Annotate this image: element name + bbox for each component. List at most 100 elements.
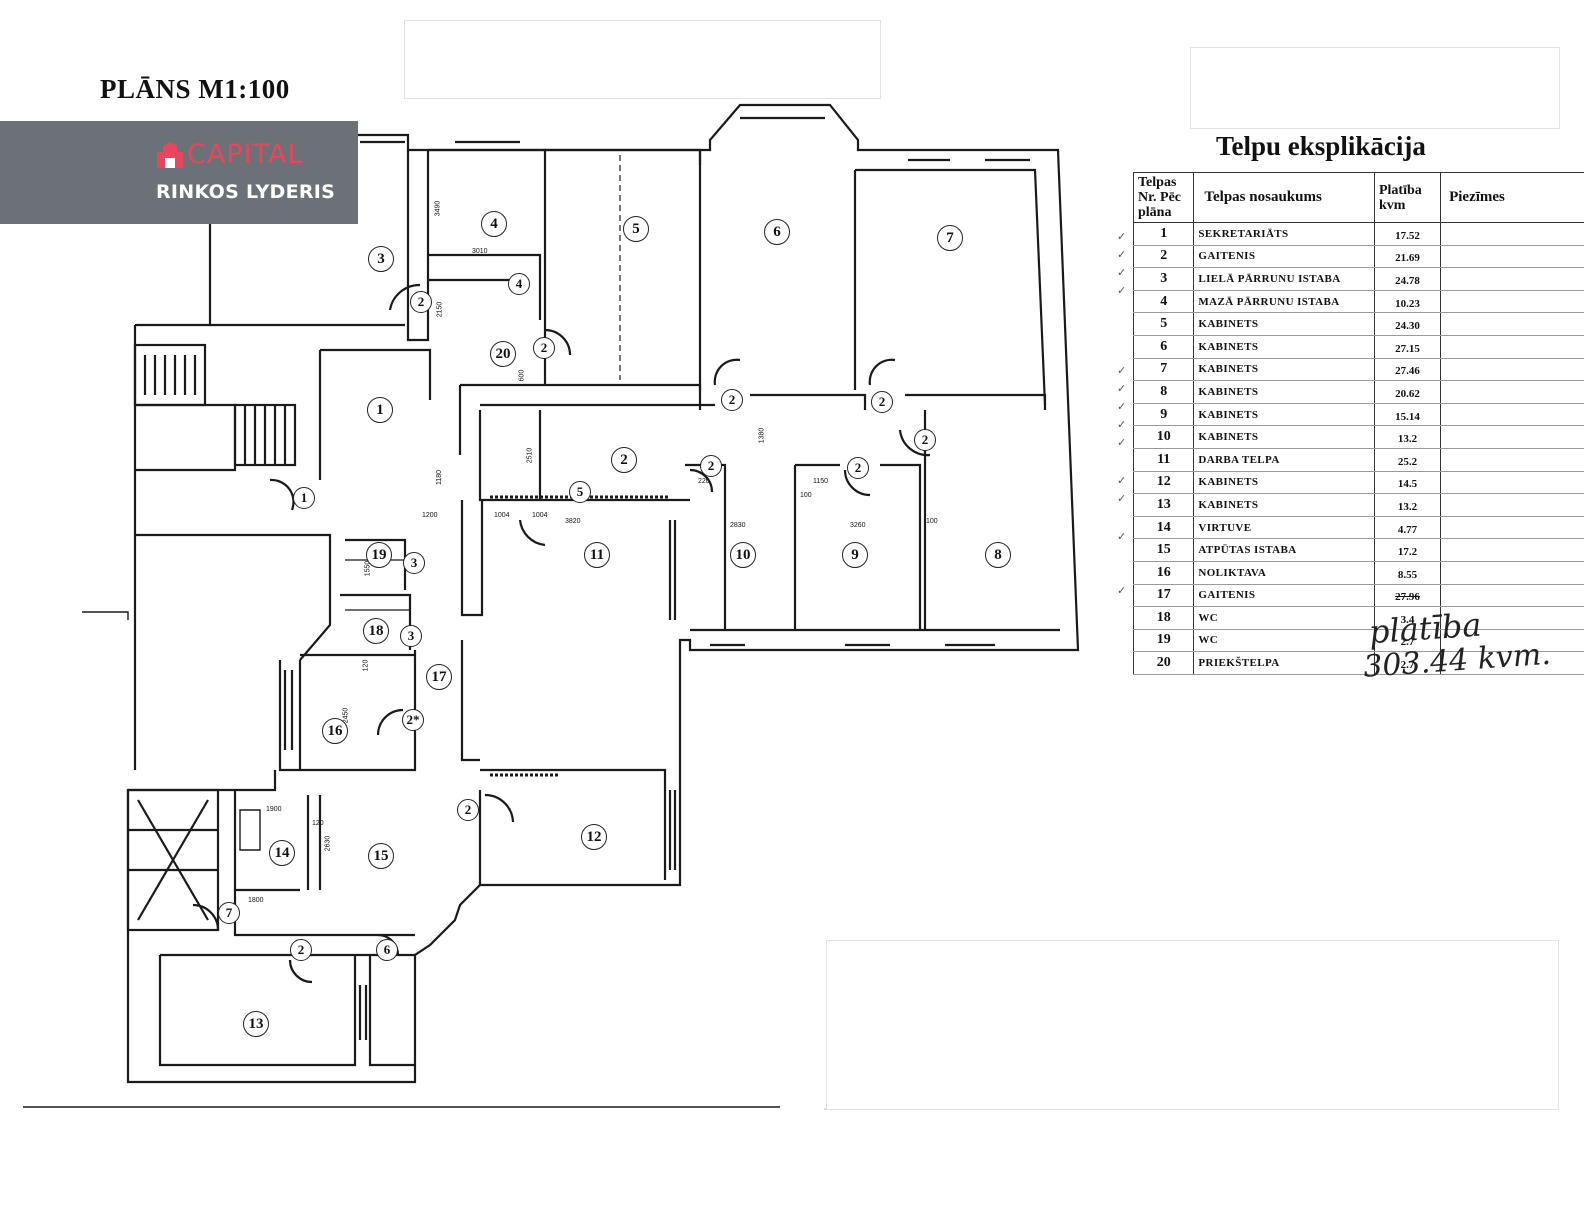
- room-label: 6: [376, 939, 398, 961]
- dimension-label: 1004: [532, 512, 548, 519]
- room-label: 9: [842, 542, 868, 568]
- dimension-label: 600: [518, 369, 526, 382]
- cell-note: [1440, 245, 1584, 269]
- dimension-label: 2830: [730, 522, 746, 529]
- cell-nr: 4: [1132, 290, 1195, 314]
- cell-area: 10.23: [1373, 290, 1442, 314]
- check-mark: ✓: [1117, 584, 1127, 597]
- cell-nr: 13: [1132, 493, 1195, 517]
- room-label: 2: [611, 447, 637, 473]
- room-label: 18: [363, 618, 389, 644]
- cell-name: NOLIKTAVA: [1193, 561, 1375, 585]
- room-label: 5: [569, 481, 591, 503]
- dimension-label: 1180: [436, 469, 444, 486]
- room-label: 12: [581, 824, 607, 850]
- room-label: 7: [937, 225, 963, 251]
- cell-name: KABINETS: [1193, 403, 1375, 427]
- cell-area: 21.69: [1373, 245, 1442, 269]
- check-mark: ✓: [1117, 492, 1127, 505]
- cell-note: [1440, 403, 1584, 427]
- cell-area: 2.7: [1373, 651, 1442, 675]
- dimension-label: 1150: [813, 478, 829, 485]
- cell-note: [1440, 448, 1584, 472]
- room-label: 2: [914, 429, 936, 451]
- table-header-row: Telpas Nr. Pēc plāna Telpas nosaukums Pl…: [1132, 172, 1584, 223]
- room-label: 2: [290, 939, 312, 961]
- room-label: 6: [764, 219, 790, 245]
- check-mark: ✓: [1117, 382, 1127, 395]
- cell-name: MAZĀ PĀRRUNU ISTABA: [1193, 290, 1375, 314]
- room-label: 5: [623, 216, 649, 242]
- dimension-label: 2630: [324, 835, 332, 852]
- brand-logo-text: CAPITAL: [187, 139, 304, 170]
- cell-note: [1440, 584, 1584, 608]
- cell-note: [1440, 222, 1584, 246]
- column-header-nr: Telpas Nr. Pēc plāna: [1132, 172, 1195, 223]
- cell-nr: 1: [1132, 222, 1195, 246]
- room-label: 2: [847, 457, 869, 479]
- room-label: 2*: [402, 709, 424, 731]
- cell-name: SEKRETARIĀTS: [1193, 222, 1375, 246]
- cell-area: 13.2: [1373, 425, 1442, 449]
- dimension-label: 100: [926, 518, 938, 525]
- house-crown-icon: [157, 142, 183, 168]
- dimension-label: 120: [312, 820, 324, 827]
- cell-nr: 5: [1132, 312, 1195, 336]
- check-mark: ✓: [1117, 400, 1127, 413]
- cell-area: 3.4: [1373, 606, 1442, 630]
- cell-name: WC: [1193, 606, 1375, 630]
- check-mark: ✓: [1117, 474, 1127, 487]
- room-label: 20: [490, 341, 516, 367]
- whiteout-patch: [404, 20, 881, 99]
- cell-nr: 10: [1132, 425, 1195, 449]
- cell-nr: 9: [1132, 403, 1195, 427]
- cell-note: [1440, 471, 1584, 495]
- cell-name: GAITENIS: [1193, 584, 1375, 608]
- cell-note: [1440, 651, 1584, 675]
- room-label: 17: [426, 664, 452, 690]
- column-header-area: Platība kvm: [1373, 172, 1442, 223]
- check-mark: ✓: [1117, 266, 1127, 279]
- cell-name: VIRTUVE: [1193, 516, 1375, 540]
- cell-nr: 17: [1132, 584, 1195, 608]
- cell-note: [1440, 267, 1584, 291]
- room-label: 2: [871, 391, 893, 413]
- cell-name: GAITENIS: [1193, 245, 1375, 269]
- dimension-label: 120: [362, 659, 370, 672]
- dimension-label: 1800: [248, 897, 264, 904]
- cell-name: KABINETS: [1193, 471, 1375, 495]
- room-label: 2: [533, 337, 555, 359]
- dimension-label: 1900: [266, 806, 282, 813]
- room-label: 2: [457, 799, 479, 821]
- dimension-label: 1380: [758, 427, 766, 444]
- table-title: Telpu eksplikācija: [1216, 131, 1426, 161]
- room-label: 1: [293, 487, 315, 509]
- cell-nr: 8: [1132, 380, 1195, 404]
- column-header-notes: Piezīmes: [1440, 172, 1584, 223]
- check-mark: ✓: [1117, 248, 1127, 261]
- room-label: 2: [700, 455, 722, 477]
- cell-note: [1440, 358, 1584, 382]
- cell-area: 24.30: [1373, 312, 1442, 336]
- room-label: 7: [218, 902, 240, 924]
- column-header-name: Telpas nosaukums: [1193, 172, 1375, 223]
- cell-name: KABINETS: [1193, 493, 1375, 517]
- room-label: 13: [243, 1011, 269, 1037]
- room-label: 14: [269, 840, 295, 866]
- check-mark: ✓: [1117, 436, 1127, 449]
- cell-name: KABINETS: [1193, 380, 1375, 404]
- handwritten-total-area: platība 303.44 kvm.: [1362, 604, 1552, 685]
